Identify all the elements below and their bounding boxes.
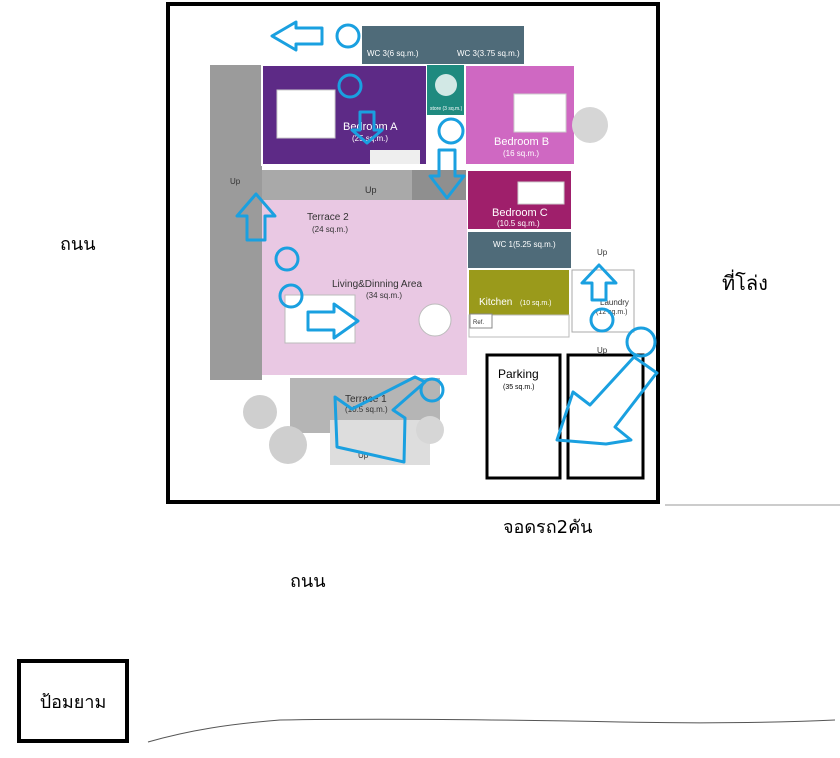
wc1 — [466, 230, 573, 270]
bedroom-a-bed — [276, 89, 336, 139]
kitchen-label: Kitchen — [479, 297, 512, 308]
terrace-1-steps — [330, 420, 430, 465]
guard-post-box: ป้อมยาม — [17, 659, 129, 743]
kitchen — [469, 270, 569, 315]
up-label-2: Up — [365, 185, 377, 195]
road-bottom-label: ถนน — [290, 571, 326, 592]
parking-bay-1 — [485, 353, 562, 480]
wc1-label: WC 1(5.25 sq.m.) — [493, 240, 556, 249]
bedroom-c-area: (10.5 sq.m.) — [497, 219, 540, 228]
kitchen-counter — [468, 314, 570, 338]
annotation-circle-6 — [419, 377, 445, 403]
annotation-circle-8 — [589, 307, 615, 333]
dining-table — [418, 303, 452, 337]
laundry-label: Laundry — [600, 298, 629, 307]
up-label-1: Up — [230, 177, 241, 186]
bedroom-b-area: (16 sq.m.) — [503, 149, 539, 158]
plant-2 — [269, 426, 307, 464]
road-left-label: ถนน — [60, 234, 96, 255]
plant-3 — [572, 107, 608, 143]
ref-box — [469, 313, 493, 329]
vacant-land-label: ที่โล่ง — [722, 271, 768, 295]
up-label-5: Up — [358, 451, 369, 460]
terrace2-label: Terrace 2 — [307, 212, 349, 223]
annotation-circle-3 — [437, 117, 465, 145]
arrow-left-top — [270, 20, 324, 52]
annotation-circle-7 — [625, 326, 657, 358]
store-label: store (3 sq.m.) — [430, 106, 463, 112]
arrow-down-bedroom-a — [350, 110, 384, 145]
ref-label: Ref. — [473, 320, 484, 326]
terrace2-area: (24 sq.m.) — [312, 225, 348, 234]
bedroom-b-label: Bedroom B — [494, 136, 549, 148]
parking-area: (35 sq.m.) — [503, 384, 535, 391]
annotation-circle-4 — [274, 246, 300, 272]
site-boundary — [166, 2, 660, 504]
wc3-b-label: WC 3(3.75 sq.m.) — [457, 49, 520, 58]
store-fixture — [435, 74, 457, 96]
terrace1-label: Terrace 1 — [345, 394, 387, 405]
arrow-diagonal-parking — [555, 355, 659, 446]
parking-bay-2 — [566, 353, 645, 480]
arrow-up-laundry — [580, 263, 618, 302]
bedroom-b-bed — [513, 93, 567, 133]
up-label-4: Up — [597, 346, 608, 355]
up-label-3: Up — [597, 248, 608, 257]
wc3-room-a — [362, 26, 452, 64]
kitchen-area: (10 sq.m.) — [520, 300, 552, 307]
parking-2-cars-label: จอดรถ2คัน — [503, 517, 593, 538]
parking-label: Parking — [498, 367, 539, 381]
side-deck — [210, 65, 262, 380]
plant-1 — [243, 395, 277, 429]
annotation-circle-1 — [335, 23, 361, 49]
terrace1-area: (10.5 sq.m.) — [345, 405, 388, 414]
arrow-down-corridor — [428, 148, 466, 200]
living-area: (34 sq.m.) — [366, 291, 402, 300]
annotation-circle-2 — [337, 73, 363, 99]
bedroom-c-bed — [517, 181, 565, 205]
annotation-circle-5 — [278, 283, 304, 309]
bedroom-c-label: Bedroom C — [492, 207, 548, 219]
plant-4 — [416, 416, 444, 444]
arrow-diagonal-terrace1 — [333, 375, 427, 464]
arrow-right-living — [306, 302, 360, 340]
guard-post-label: ป้อมยาม — [39, 691, 107, 713]
bedroom-a-door — [370, 150, 420, 164]
wc3-a-label: WC 3(6 sq.m.) — [367, 49, 419, 58]
living-sofa — [284, 294, 356, 344]
living-label: Living&Dinning Area — [332, 279, 422, 290]
wc3-room-b — [452, 26, 524, 64]
arrow-up-terrace2 — [235, 192, 277, 242]
